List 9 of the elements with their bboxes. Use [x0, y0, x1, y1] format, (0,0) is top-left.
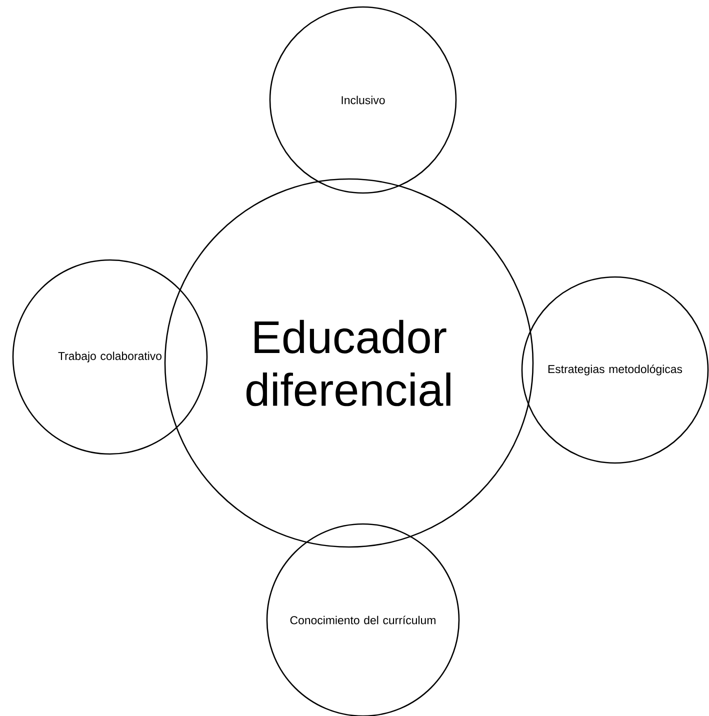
circle-label: Educador diferencial: [246, 320, 450, 406]
circle-label: Inclusivo: [342, 96, 385, 104]
circle: [269, 6, 457, 194]
circle-label: Estrategias metodológicas: [548, 364, 682, 376]
circle: [12, 259, 208, 455]
circle: [521, 276, 709, 464]
circle: [164, 178, 534, 548]
circle-label: Conocimiento del currículum: [290, 616, 436, 624]
circle-label: Trabajo colaborativo: [58, 352, 162, 362]
